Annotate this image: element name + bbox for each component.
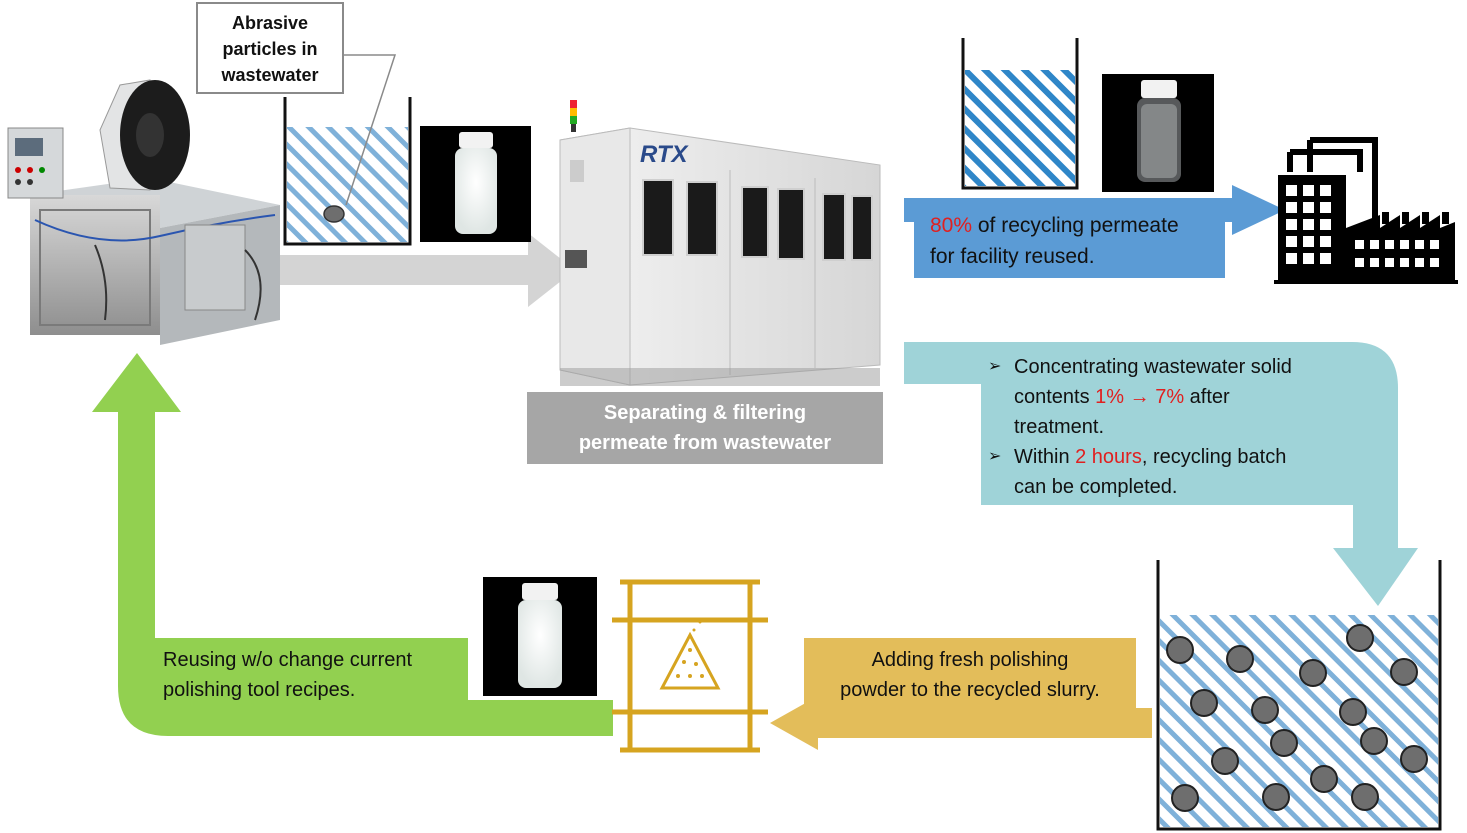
adding-line-1: Adding fresh polishing (871, 649, 1069, 671)
concentrated-slurry-beaker (1156, 560, 1442, 831)
flow-arrow-to-separator (270, 233, 575, 307)
polishing-machine-icon (7, 79, 280, 345)
wastewater-beaker (283, 54, 412, 246)
recycle-line-1: of recycling permeate (972, 214, 1179, 237)
concentrate-item-2-b: , recycling batch (1141, 446, 1287, 468)
concentrate-item-1-a: Concentrating wastewater solid (1014, 356, 1292, 378)
recycle-percent: 80% (930, 214, 973, 237)
recycle-text: 80% of recycling permeate for facility r… (930, 210, 1179, 272)
concentrate-ratio: 1% → 7% (1095, 386, 1185, 408)
separator-label-line-1: Separating & filtering (603, 402, 807, 424)
recycle-line-2: for facility reused. (930, 245, 1095, 268)
reusing-line-1: Reusing w/o change current (163, 649, 413, 671)
bullet-arrow-icon: ➢ (988, 448, 1002, 465)
concentrate-item-1-c: after (1184, 386, 1230, 408)
adding-line-2: powder to the recycled slurry. (840, 679, 1100, 701)
concentrate-list: ➢ Concentrating wastewater solid content… (988, 352, 1358, 502)
callout-line-3: wastewater (221, 65, 319, 85)
bottle-icon-clear (1102, 74, 1214, 192)
flow-arrow-concentrate (904, 342, 1418, 606)
flow-arrow-add-powder-shape (770, 638, 1152, 750)
concentrate-item-2-c: can be completed. (1014, 476, 1178, 498)
separator-label-line-2: permeate from wastewater (578, 432, 832, 454)
factory-icon (1274, 137, 1458, 284)
callout-line-2: particles in (222, 39, 318, 59)
bottle-icon (420, 126, 531, 242)
separator-label: Separating & filtering permeate from was… (527, 392, 883, 464)
filter-machine-icon: RTX (559, 100, 881, 386)
bottle-icon-slurry (483, 577, 597, 696)
barrel-icon (612, 579, 768, 753)
adding-powder-text: Adding fresh polishing powder to the rec… (806, 645, 1134, 705)
callout-leader-line (344, 54, 397, 206)
abrasive-particle (323, 205, 345, 223)
concentrate-item-1-d: treatment. (1014, 416, 1105, 438)
flow-arrow-to-factory (904, 185, 1285, 278)
concentrate-duration: 2 hours (1075, 446, 1142, 468)
flow-arrow-reuse (92, 353, 613, 736)
list-item: ➢ Within 2 hours, recycling batch can be… (988, 442, 1358, 502)
reusing-text: Reusing w/o change current polishing too… (163, 645, 412, 705)
brand-logo: RTX (640, 141, 690, 168)
concentrate-item-2-a: Within (1014, 446, 1076, 468)
reusing-line-2: polishing tool recipes. (163, 679, 356, 701)
permeate-beaker (961, 38, 1079, 190)
concentrate-item-1-b: contents (1014, 386, 1096, 408)
callout-line-1: Abrasive (231, 13, 309, 33)
list-item: ➢ Concentrating wastewater solid content… (988, 352, 1358, 442)
bullet-arrow-icon: ➢ (988, 358, 1002, 375)
abrasive-callout: Abrasive particles in wastewater (196, 2, 344, 94)
